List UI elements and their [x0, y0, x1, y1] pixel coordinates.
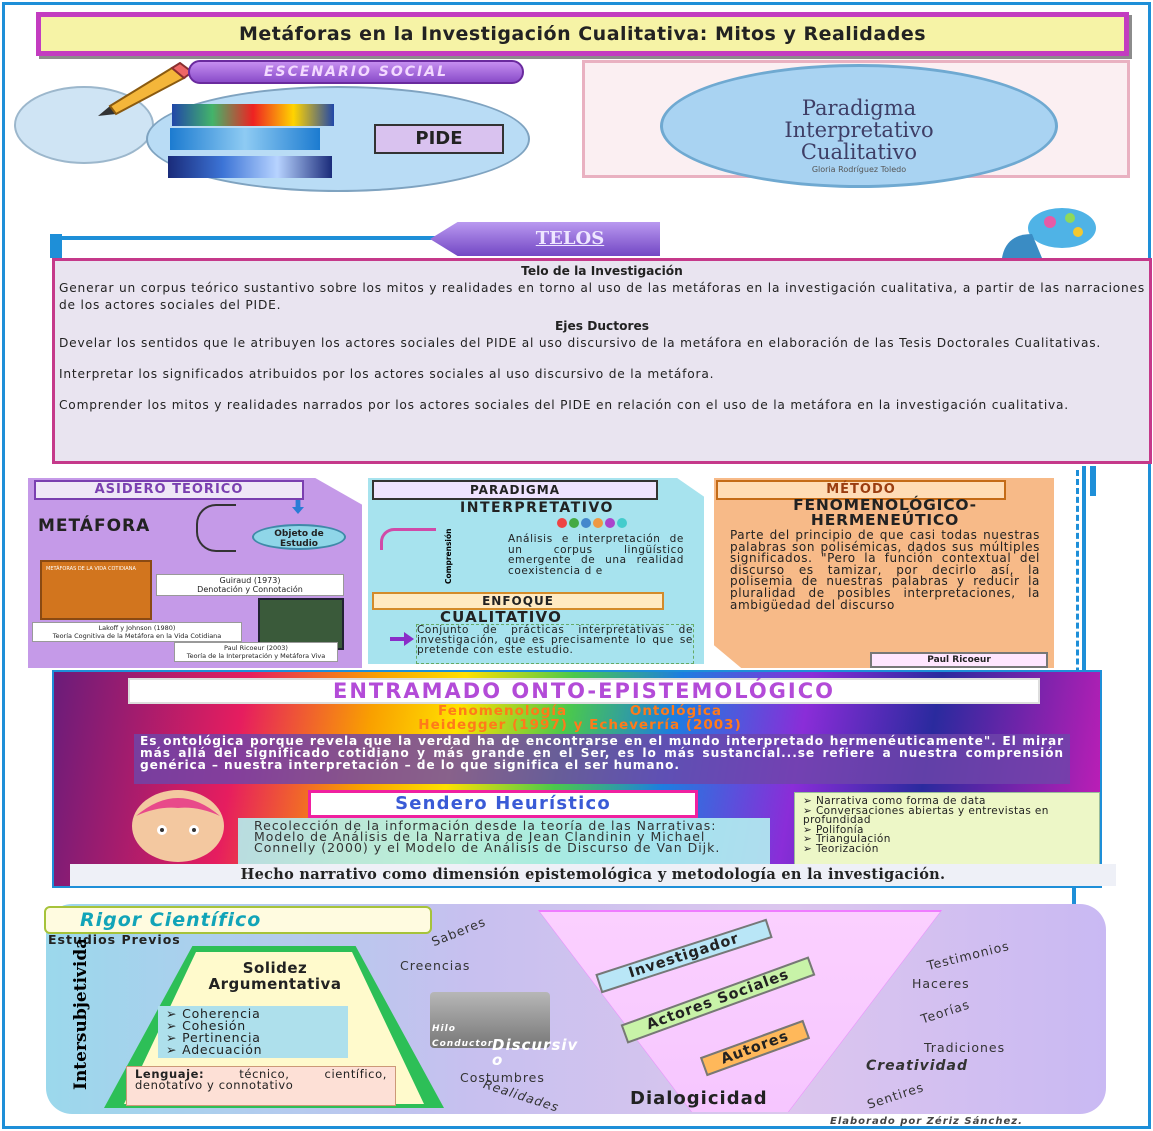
list-item: Conversaciones abiertas y entrevistas en… [803, 805, 1091, 826]
eje-item: Comprender los mitos y realidades narrad… [59, 398, 1069, 412]
comprension-text: Comprensión de fenómenos [444, 526, 453, 584]
hilo-conductor: Hilo Conductor [432, 1024, 494, 1049]
metodo-panel [714, 478, 1054, 668]
arrow-right-icon [390, 632, 414, 646]
list-item: Adecuación [166, 1043, 340, 1056]
telos-panel: Telo de la Investigación Generar un corp… [52, 258, 1152, 464]
credit: Elaborado por Zériz Sánchez. [830, 1116, 1023, 1127]
ref-guiraud: Guiraud (1973) Denotación y Connotación [156, 574, 344, 596]
entramado-text: Es ontológica porque revela que la verda… [134, 734, 1070, 784]
interpretativo-text: Análisis e interpretación de un corpus l… [508, 533, 684, 577]
sendero-list: Narrativa como forma de data Conversacio… [794, 792, 1100, 868]
metodo-name: FENOMENOLÓGICO-HERMENEÚTICO [793, 496, 977, 529]
asidero-header: ASIDERO TEÓRICO [34, 480, 304, 500]
institution-logo [170, 128, 320, 150]
needle-image [430, 992, 550, 1048]
discursivo-label: Discursiv o [492, 1036, 579, 1069]
people-icon [557, 518, 627, 528]
list-item: Triangulación [803, 834, 1091, 845]
telo-text: Generar un corpus teórico sustantivo sob… [59, 281, 1145, 312]
lenguaje-label: Lenguaje: [135, 1067, 205, 1081]
list-item: Teorización [803, 844, 1091, 855]
head-illustration [132, 790, 224, 862]
cualitativo-label: CUALITATIVO [439, 608, 563, 626]
connector-line [1090, 466, 1096, 496]
paradigma-oval: Paradigma Interpretativo Cualitativo Glo… [660, 64, 1058, 188]
interpretativo-label: INTERPRETATIVO [460, 500, 614, 516]
enfoque-header: ENFOQUE [372, 592, 664, 610]
entramado-title: ENTRAMADO ONTO-EPISTEMOLÓGICO [128, 678, 1040, 704]
ref-ricoeur: Paul Ricoeur (2003) Teoría de la Interpr… [174, 642, 338, 662]
objeto-estudio: Objeto de Estudio [252, 524, 346, 550]
metodo-header: MÉTODO [716, 480, 1006, 500]
word-creencias: Creencias [400, 958, 471, 973]
sendero-title: Sendero Heurístico [308, 790, 698, 818]
curved-arrow-icon [380, 528, 436, 550]
eje-item: Interpretar los significados atribuidos … [59, 367, 715, 381]
hecho-narrativo: Hecho narrativo como dimensión epistemol… [70, 864, 1116, 886]
paradigma-image-title: Paradigma Interpretativo Cualitativo [784, 96, 934, 164]
ref-lakoff: Lakoff y Johnson (1980) Teoría Cognitiva… [32, 622, 242, 642]
paradigma-header: PARADIGMA [372, 480, 658, 500]
sendero-text: Recolección de la información desde la t… [238, 818, 770, 868]
dialogicidad-label: Dialogicidad [630, 1088, 768, 1109]
telos-banner: TELOS [430, 222, 660, 256]
speech-bubble [14, 86, 154, 164]
word-haceres: Haceres [912, 976, 970, 991]
word-costumbres: Costumbres [460, 1070, 545, 1085]
intersubjetividad-text: Intersubjetividad [71, 940, 91, 1090]
book-cover [258, 598, 344, 650]
lenguaje-box: Lenguaje: técnico, científico, denotativ… [126, 1066, 396, 1106]
brain-icon [1002, 208, 1096, 258]
brace-icon [196, 504, 236, 552]
eje-item: Develar los sentidos que le atribuyen lo… [59, 336, 1102, 350]
connector-bar [50, 234, 62, 258]
rigor-title: Rigor Científico [44, 906, 432, 934]
list-item: Narrativa como forma de data [803, 796, 1091, 807]
book-cover: METÁFORAS DE LA VIDA COTIDIANA [40, 560, 152, 620]
lenguaje-text: técnico, científico, denotativo y connot… [135, 1067, 387, 1093]
list-item: Coherencia [166, 1007, 340, 1020]
comprension-label: Comprensión de fenómenos [444, 526, 453, 584]
cualitativo-text: Conjunto de prácticas interpretativas de… [416, 624, 694, 664]
intersubjetividad-label: Intersubjetividad [71, 940, 91, 1090]
paradigma-panel [368, 478, 704, 664]
book-title: METÁFORAS DE LA VIDA COTIDIANA [46, 566, 136, 572]
metodo-author: Paul Ricoeur [870, 652, 1048, 668]
poster-title: Metáforas en la Investigación Cualitativ… [36, 12, 1129, 56]
word-tradiciones: Tradiciones [924, 1040, 1006, 1055]
metafora-label: METÁFORA [38, 516, 151, 536]
institution-logo [168, 156, 332, 178]
estudios-previos: Estudios Previos [48, 932, 181, 947]
list-item: Cohesión [166, 1019, 340, 1032]
list-item: Polifonía [803, 825, 1091, 836]
pencil-icon [98, 62, 194, 116]
ejes-heading: Ejes Ductores [554, 319, 649, 333]
word-creatividad: Creatividad [866, 1058, 969, 1074]
solidez-label: Solidez Argumentativa [208, 959, 342, 993]
criterios-list: Coherencia Cohesión Pertinencia Adecuaci… [158, 1006, 348, 1058]
telo-heading: Telo de la Investigación [521, 264, 683, 278]
institution-logo [172, 104, 334, 126]
paradigma-image-author: Gloria Rodríguez Toledo [811, 165, 907, 174]
connector-line [56, 236, 436, 240]
escenario-banner: ESCENARIO SOCIAL [188, 60, 524, 84]
metodo-text: Parte del principio de que casi todas nu… [730, 528, 1040, 612]
pide-label: PIDE [374, 124, 504, 154]
entramado-subtitle: Fenomenología Ontológica Heidegger (1997… [418, 703, 742, 733]
connector-line [1072, 880, 1076, 920]
list-item: Pertinencia [166, 1031, 340, 1044]
